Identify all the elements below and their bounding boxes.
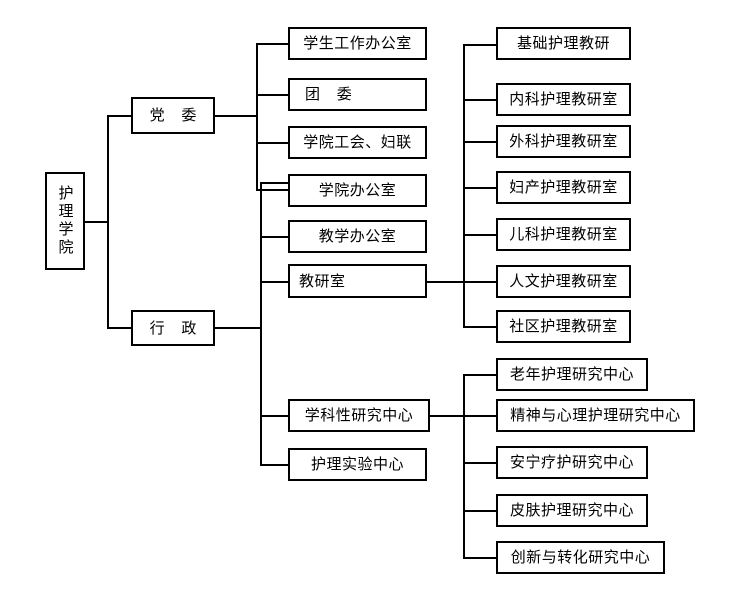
node-teaching-and-research-section[interactable]: 教研室	[288, 264, 427, 298]
connector-party-stub	[213, 115, 258, 117]
connector-party-child-3	[256, 142, 288, 144]
connector-party-child-2	[256, 94, 288, 96]
connector-admin-child-3	[260, 281, 288, 283]
node-root-nursing-school[interactable]: 护理学院	[45, 172, 85, 270]
connector-teaching-6	[463, 281, 496, 283]
connector-party-child-1	[256, 43, 288, 45]
connector-admin-child-1	[260, 182, 288, 184]
node-geriatric-nursing-research-center[interactable]: 老年护理研究中心	[496, 358, 648, 391]
node-nursing-experiment-center[interactable]: 护理实验中心	[288, 448, 427, 481]
connector-teaching-bus	[463, 44, 465, 326]
connector-party-child-4	[256, 189, 288, 191]
node-basic-nursing-teaching[interactable]: 基础护理教研	[496, 27, 631, 60]
connector-research-4	[463, 510, 496, 512]
connector-root-bus	[107, 115, 109, 329]
node-obstetrics-nursing-teaching-room[interactable]: 妇产护理教研室	[496, 171, 631, 204]
connector-teaching-2	[463, 99, 496, 101]
connector-research-5	[463, 557, 496, 559]
connector-admin-bus	[260, 182, 262, 465]
connector-teaching-4	[463, 187, 496, 189]
connector-party-bus	[256, 43, 258, 191]
connector-admin-child-5	[260, 464, 288, 466]
node-innovation-and-translation-research-center[interactable]: 创新与转化研究中心	[496, 541, 665, 574]
node-teaching-office[interactable]: 教学办公室	[288, 220, 427, 253]
connector-teaching-7	[463, 326, 496, 328]
connector-teaching-stub	[426, 281, 465, 283]
connector-root-to-admin	[107, 327, 131, 329]
node-youth-league-committee[interactable]: 团 委	[288, 78, 427, 111]
connector-admin-child-2	[260, 236, 288, 238]
node-hospice-care-research-center[interactable]: 安宁疗护研究中心	[496, 446, 648, 479]
connector-research-2	[463, 415, 496, 417]
connector-root-stub	[83, 221, 109, 223]
node-humanistic-nursing-teaching-room[interactable]: 人文护理教研室	[496, 265, 631, 298]
node-skin-nursing-research-center[interactable]: 皮肤护理研究中心	[496, 494, 648, 527]
connector-teaching-1	[463, 44, 496, 46]
node-college-office[interactable]: 学院办公室	[288, 174, 427, 207]
node-disciplinary-research-center[interactable]: 学科性研究中心	[288, 399, 430, 432]
node-administration[interactable]: 行 政	[131, 310, 215, 346]
connector-teaching-5	[463, 234, 496, 236]
node-community-nursing-teaching-room[interactable]: 社区护理教研室	[496, 310, 631, 343]
node-surgical-nursing-teaching-room[interactable]: 外科护理教研室	[496, 125, 631, 158]
node-mental-and-psychological-nursing-research-center[interactable]: 精神与心理护理研究中心	[496, 399, 695, 432]
connector-research-stub	[430, 415, 465, 417]
node-party-committee[interactable]: 党 委	[131, 97, 215, 134]
node-internal-medicine-nursing-teaching-room[interactable]: 内科护理教研室	[496, 83, 631, 116]
node-union-and-womens-federation[interactable]: 学院工会、妇联	[288, 126, 427, 159]
connector-teaching-3	[463, 141, 496, 143]
node-pediatric-nursing-teaching-room[interactable]: 儿科护理教研室	[496, 218, 631, 251]
connector-admin-stub	[213, 327, 262, 329]
connector-research-3	[463, 462, 496, 464]
node-student-affairs-office[interactable]: 学生工作办公室	[288, 27, 427, 60]
connector-research-bus	[463, 374, 465, 558]
connector-admin-child-4	[260, 415, 288, 417]
connector-root-to-party	[107, 115, 131, 117]
connector-research-1	[463, 374, 496, 376]
